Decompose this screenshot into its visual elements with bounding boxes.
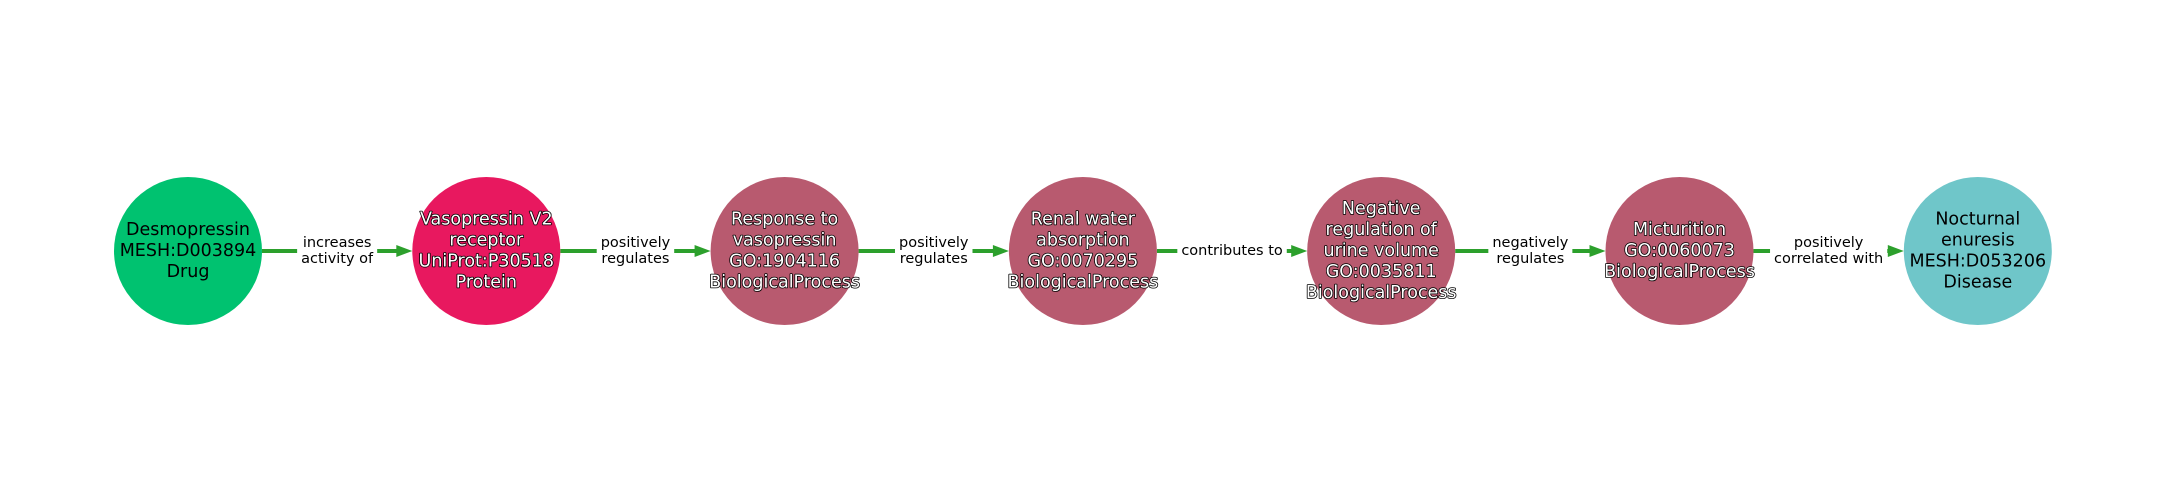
node-label-line: MESH:D053206 — [1909, 252, 2046, 272]
node-response-to[interactable]: Response tovasopressinGO:1904116Biologic… — [708, 177, 861, 325]
node-label-line: GO:0070295 — [1027, 252, 1138, 272]
edge-label-background — [895, 233, 973, 269]
node-label-line: Negative — [1342, 199, 1421, 219]
node-label-line: vasopressin — [733, 231, 837, 251]
node-label-line: Response to — [731, 210, 838, 230]
node-label-line: BiologicalProcess — [1604, 262, 1755, 282]
edge-label-line: correlated with — [1774, 251, 1883, 267]
node-label-line: Nocturnal — [1935, 210, 2020, 230]
edge-contributes-to: contributes to — [1156, 241, 1308, 261]
edge-label-background — [596, 233, 675, 269]
node-label-line: urine volume — [1323, 241, 1438, 261]
edge-label-background — [297, 233, 378, 269]
node-circle — [1605, 177, 1754, 325]
edge-label-background — [1488, 233, 1573, 269]
arrowhead-icon — [1589, 245, 1606, 257]
node-label-line: Disease — [1943, 273, 2012, 293]
node-label-line: Protein — [456, 273, 517, 293]
node-circle — [1008, 177, 1157, 325]
edge-label-background — [1770, 233, 1888, 269]
node-label-line: BiologicalProcess — [1306, 283, 1457, 303]
node-label-line: regulation of — [1326, 220, 1438, 240]
node-label-line: BiologicalProcess — [1008, 273, 1159, 293]
node-circle — [114, 177, 262, 325]
node-label-line: MESH:D003894 — [120, 241, 257, 261]
node-label-line: Vasopressin V2 — [420, 210, 553, 230]
node-circle — [412, 177, 561, 325]
edge-label-line: regulates — [1496, 251, 1564, 267]
arrowhead-icon — [694, 245, 711, 257]
arrowhead-icon — [396, 245, 413, 257]
node-label-line: receptor — [449, 231, 524, 251]
node-label-line: Drug — [167, 262, 210, 282]
edge-label-line: regulates — [900, 251, 968, 267]
node-circle — [710, 177, 859, 325]
node-label-line: enuresis — [1941, 231, 2015, 251]
node-vasopressin-v2[interactable]: Vasopressin V2receptorUniProt:P30518Prot… — [412, 177, 561, 325]
node-circle — [1903, 177, 2052, 325]
edge-label-background — [1177, 241, 1287, 261]
node-label-line: Renal water — [1031, 210, 1136, 230]
node-circle — [1307, 177, 1456, 325]
edge-label-line: positively — [1794, 235, 1864, 251]
node-label-line: GO:1904116 — [729, 252, 840, 272]
arrowhead-icon — [1887, 245, 1904, 257]
node-label-line: GO:0060073 — [1624, 241, 1735, 261]
edge-label-line: positively — [601, 235, 671, 251]
edge-label-line: regulates — [601, 251, 669, 267]
edge-label-line: negatively — [1492, 235, 1568, 251]
arrowhead-icon — [1291, 245, 1308, 257]
node-label-line: absorption — [1036, 231, 1129, 251]
node-label-line: UniProt:P30518 — [419, 252, 555, 272]
edge-label-line: increases — [303, 235, 372, 251]
node-label-line: Micturition — [1633, 220, 1726, 240]
node-label-line: GO:0035811 — [1326, 262, 1437, 282]
edge-label-line: activity of — [301, 251, 374, 267]
node-label-line: BiologicalProcess — [709, 273, 860, 293]
node-label-line: Desmopressin — [126, 220, 250, 240]
edge-label-line: contributes to — [1181, 243, 1283, 259]
arrowhead-icon — [992, 245, 1009, 257]
edge-label-line: positively — [899, 235, 969, 251]
node-renal-water[interactable]: Renal waterabsorptionGO:0070295Biologica… — [1007, 177, 1159, 325]
